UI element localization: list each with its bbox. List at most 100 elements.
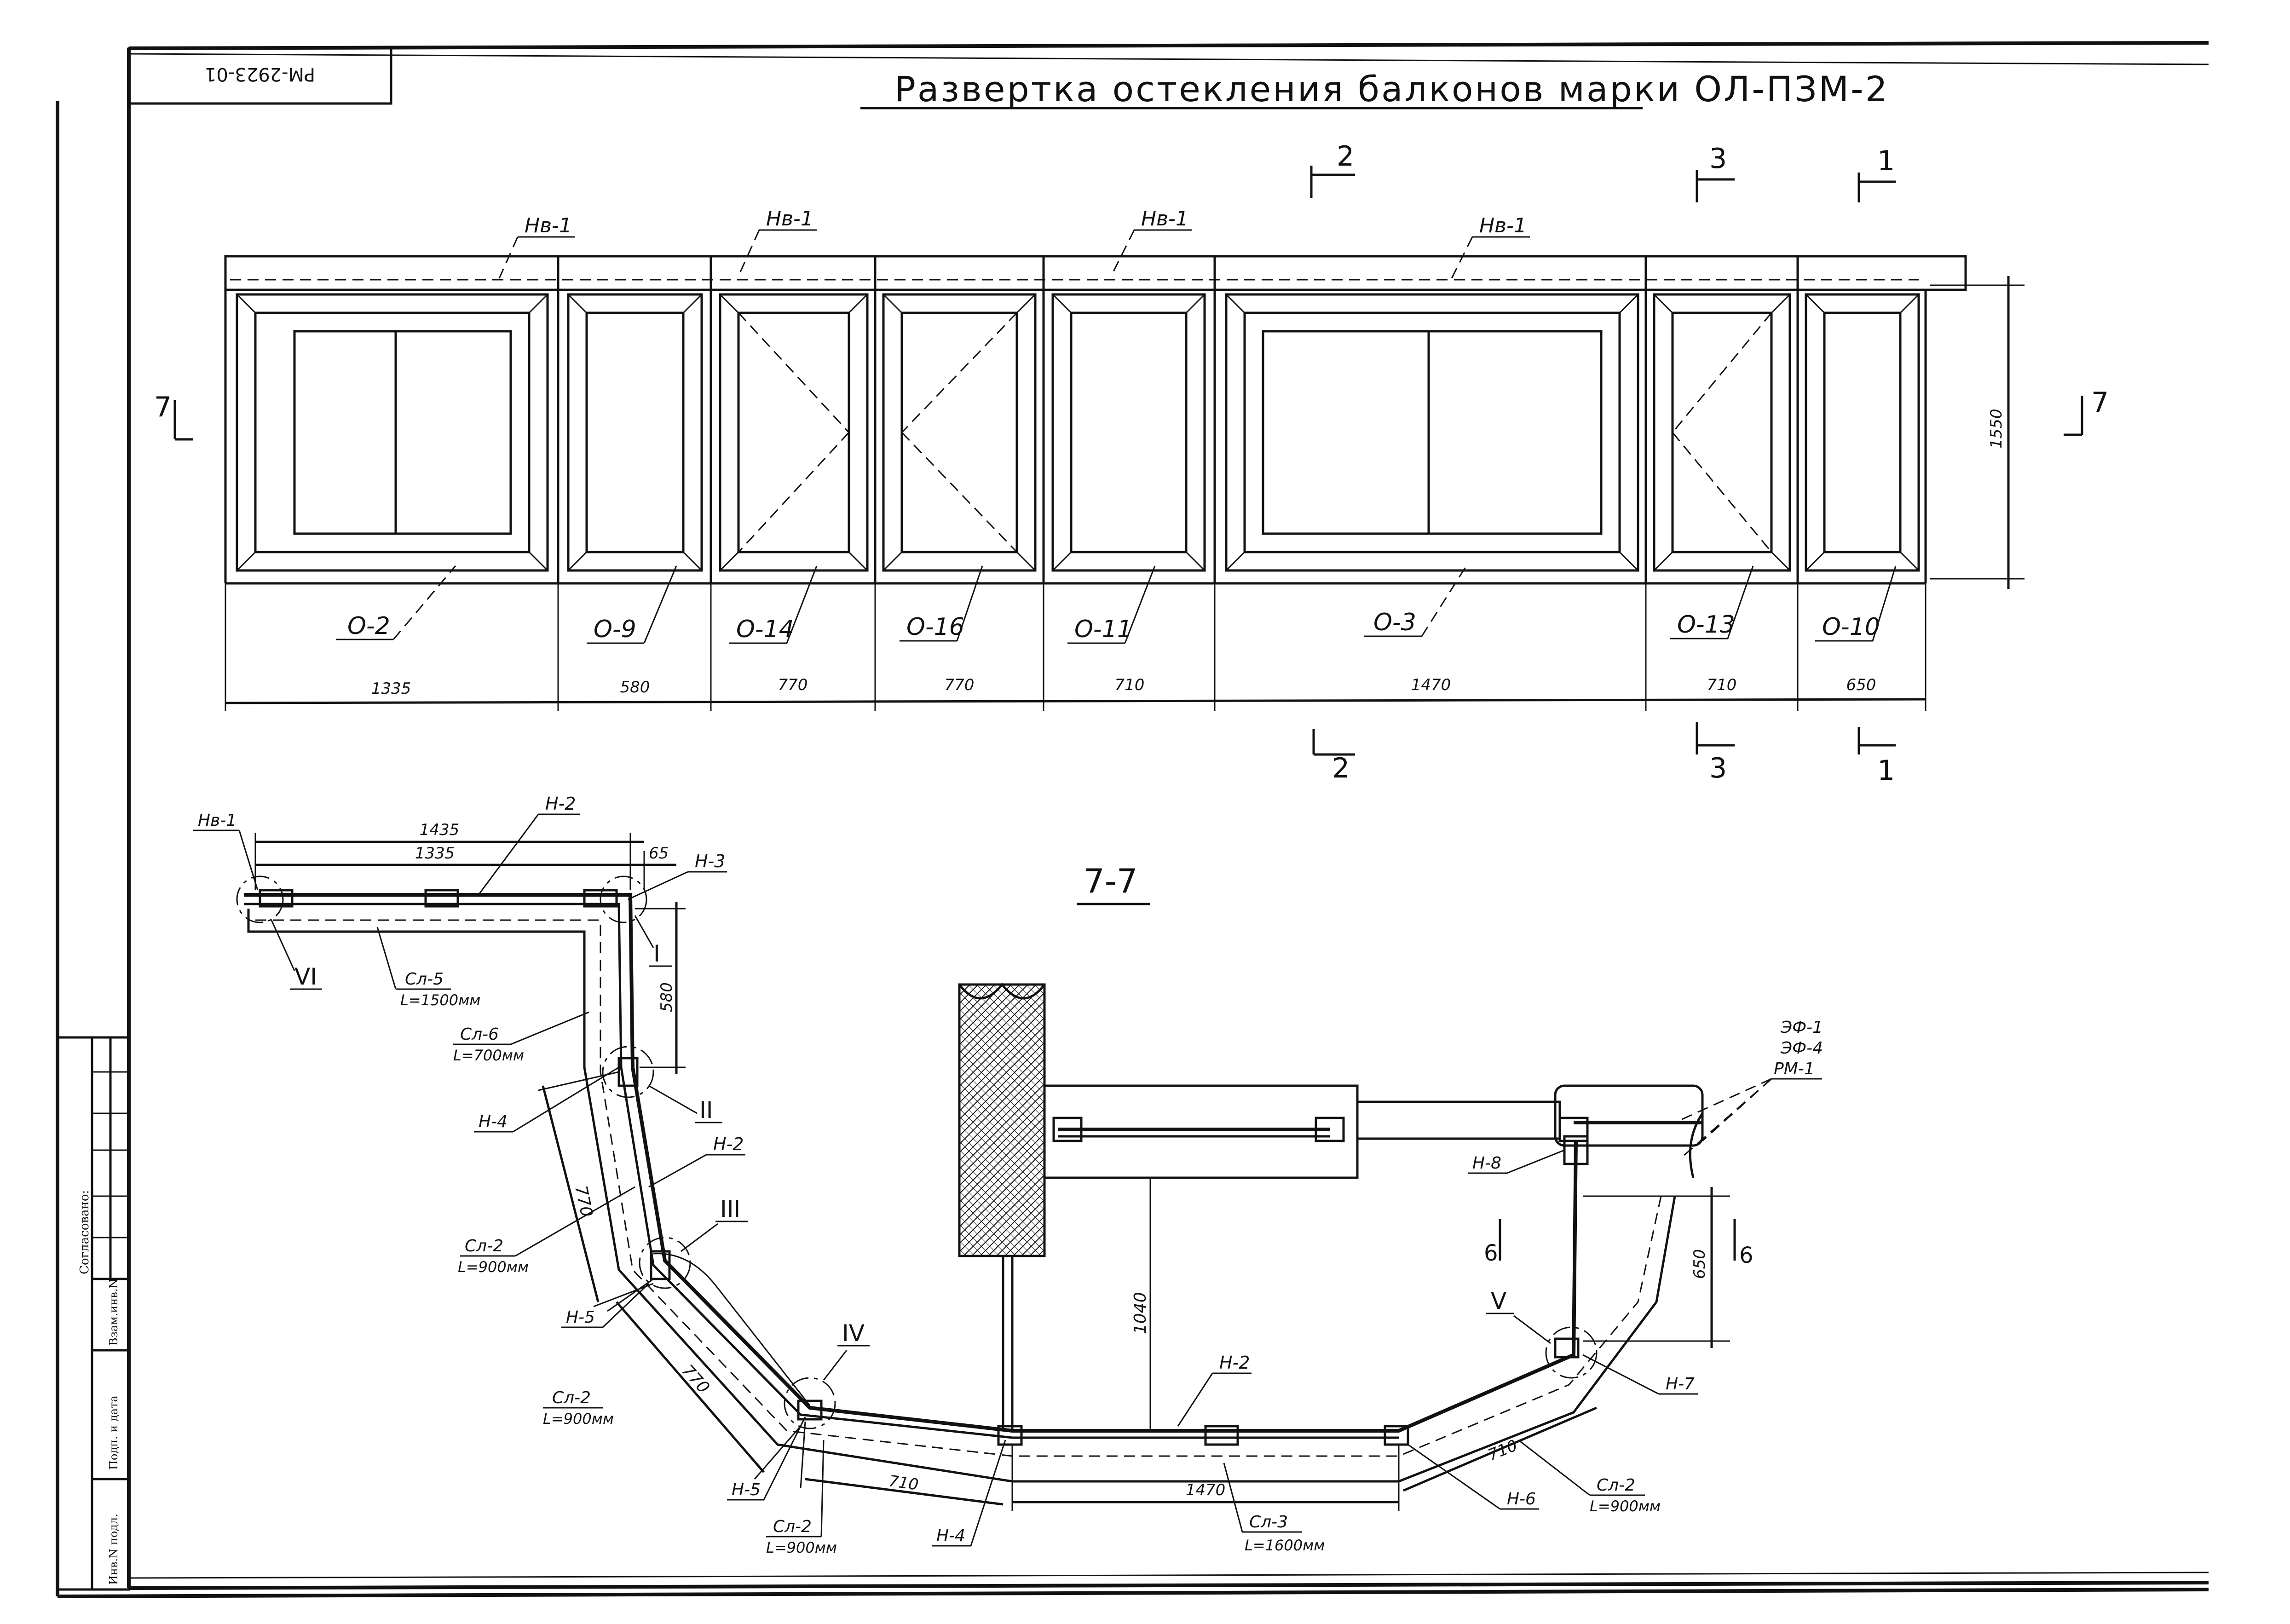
width-dimension: 1470 bbox=[1411, 676, 1451, 694]
plan-section-7-7: 7-7 1040 bbox=[193, 794, 1823, 1556]
dim-1040: 1040 bbox=[1131, 1292, 1150, 1334]
dim-1335: 1335 bbox=[415, 844, 455, 863]
plan-top-dimensions: 1435 1335 65 580 bbox=[254, 821, 686, 1074]
beam-label: Нв-1 bbox=[525, 214, 572, 237]
label-h4-bottom: Н-4 bbox=[936, 1526, 965, 1545]
width-dimension: 1335 bbox=[371, 680, 411, 698]
dim-710-a: 710 bbox=[888, 1472, 920, 1494]
section-mark-1-top: 1 bbox=[1877, 145, 1895, 177]
label-cl3: Сл-3 bbox=[1249, 1513, 1288, 1532]
label-h2-top: Н-2 bbox=[545, 794, 576, 814]
beam-labels: Нв-1 Нв-1 Нв-1 Нв-1 bbox=[498, 207, 1530, 279]
sidebar-vzam: Взам.инв.N bbox=[107, 1279, 120, 1346]
elevation-view: Нв-1 Нв-1 Нв-1 Нв-1 1550 О-2 О-9 О-14 О-… bbox=[154, 140, 2109, 787]
label-cl6-length: L=700мм bbox=[453, 1047, 524, 1064]
detail-I: I bbox=[653, 940, 660, 967]
label-cl2-a: Сл-2 bbox=[465, 1237, 503, 1255]
profile-connectors bbox=[259, 889, 1589, 1446]
beam-label: Нв-1 bbox=[1479, 214, 1527, 237]
label-cl5-length: L=1500мм bbox=[400, 991, 480, 1009]
label-cl2-d: Сл-2 bbox=[1597, 1476, 1635, 1495]
section-mark-2-bottom: 2 bbox=[1332, 752, 1350, 784]
detail-II: II bbox=[699, 1097, 713, 1123]
label-h3: Н-3 bbox=[695, 851, 725, 871]
sidebar-inv: Инв.N подл. bbox=[107, 1514, 120, 1585]
height-dimension: 1550 bbox=[1987, 409, 2006, 449]
label-h2-bottom: Н-2 bbox=[1219, 1353, 1250, 1373]
panel-labels: О-2 О-9 О-14 О-16 О-11 О-3 О-13 О-10 bbox=[336, 563, 1897, 644]
sidebar-podp: Подп. и дата bbox=[107, 1395, 120, 1470]
panel-label: О-11 bbox=[1074, 616, 1132, 643]
section-mark-7-right: 7 bbox=[2091, 386, 2109, 419]
dim-1470: 1470 bbox=[1186, 1481, 1226, 1499]
plan-segment-dimensions: 770 770 710 1470 710 650 6 6 bbox=[538, 1071, 1754, 1511]
label-h5-b: Н-5 bbox=[732, 1480, 761, 1499]
label-ef1: ЭФ-1 bbox=[1780, 1018, 1823, 1037]
beam-label: Нв-1 bbox=[766, 207, 813, 230]
drawing-title: Развертка остекления балконов марки ОЛ-П… bbox=[894, 69, 1889, 109]
label-cl2-a-length: L=900мм bbox=[458, 1258, 529, 1276]
width-dimension: 770 bbox=[945, 676, 975, 694]
panel-label: О-16 bbox=[906, 613, 964, 641]
section-marks: 7 7 2 3 1 2 3 1 bbox=[154, 140, 2109, 787]
label-cl2-b-length: L=900мм bbox=[543, 1410, 614, 1428]
width-dimension: 650 bbox=[1846, 676, 1876, 694]
window-frames bbox=[236, 293, 1920, 572]
label-h7: Н-7 bbox=[1666, 1375, 1695, 1394]
detail-IV: IV bbox=[842, 1320, 865, 1347]
width-dimension: 770 bbox=[778, 676, 808, 694]
panel-label: О-3 bbox=[1373, 609, 1416, 636]
panel-label: О-10 bbox=[1822, 613, 1880, 641]
width-dimension: 710 bbox=[1115, 676, 1145, 694]
detail-III: III bbox=[720, 1196, 740, 1222]
section-mark-6-left: 6 bbox=[1484, 1240, 1498, 1266]
label-rm1: РМ-1 bbox=[1774, 1060, 1815, 1078]
detail-callouts: I VI II III IV V bbox=[236, 875, 1598, 1429]
section-mark-2-top: 2 bbox=[1337, 140, 1354, 173]
label-h4-left: Н-4 bbox=[479, 1112, 508, 1131]
dim-65: 65 bbox=[649, 844, 669, 863]
label-h2-mid: Н-2 bbox=[713, 1134, 744, 1154]
section-mark-7-left: 7 bbox=[154, 391, 172, 423]
sheet-frame bbox=[56, 41, 2209, 1598]
width-dimensions: 1335 580 770 770 710 1470 710 650 bbox=[225, 583, 1927, 711]
section-title: 7-7 bbox=[1084, 862, 1138, 900]
label-cl3-length: L=1600мм bbox=[1245, 1537, 1325, 1554]
label-cl5: Сл-5 bbox=[405, 970, 444, 989]
section-mark-1-bottom: 1 bbox=[1877, 754, 1895, 787]
dim-1435: 1435 bbox=[420, 821, 460, 839]
balcony-slab: 1040 bbox=[1043, 1084, 1704, 1431]
panel-label: О-2 bbox=[347, 612, 390, 640]
label-cl2-c-length: L=900мм bbox=[766, 1539, 837, 1556]
dim-710-b: 710 bbox=[1485, 1436, 1520, 1464]
plan-labels: Нв-1 Н-2 Н-3 Сл-5 L=1500мм Сл-6 L=700мм … bbox=[193, 794, 1823, 1556]
dim-580: 580 bbox=[658, 982, 676, 1012]
wall-column bbox=[958, 982, 1046, 1431]
dim-650: 650 bbox=[1690, 1249, 1709, 1279]
label-ef4: ЭФ-4 bbox=[1780, 1039, 1823, 1058]
label-h8: Н-8 bbox=[1472, 1154, 1501, 1173]
panel-label: О-9 bbox=[594, 616, 636, 643]
detail-V: V bbox=[1491, 1288, 1506, 1314]
section-mark-6-right: 6 bbox=[1739, 1243, 1754, 1268]
label-cl2-d-length: L=900мм bbox=[1590, 1497, 1661, 1515]
width-dimension: 710 bbox=[1707, 676, 1737, 694]
panel-dividers bbox=[557, 256, 1799, 583]
section-mark-3-top: 3 bbox=[1709, 143, 1727, 175]
width-dimension: 580 bbox=[620, 678, 650, 697]
label-h6: Н-6 bbox=[1507, 1490, 1536, 1509]
approval-sidebar: Согласовано: Взам.инв.N Подп. и дата Инв… bbox=[56, 1036, 130, 1591]
stamp-text: РМ-2923-01 bbox=[205, 63, 315, 85]
beam-label: Нв-1 bbox=[1141, 207, 1188, 230]
label-cl2-c: Сл-2 bbox=[773, 1517, 812, 1536]
panel-label: О-14 bbox=[736, 616, 794, 643]
panel-label: О-13 bbox=[1677, 611, 1735, 639]
stamp-box: РМ-2923-01 bbox=[127, 47, 392, 105]
section-mark-3-bottom: 3 bbox=[1709, 752, 1727, 784]
label-h5-a: Н-5 bbox=[566, 1308, 595, 1327]
sidebar-soglasovano: Согласовано: bbox=[78, 1190, 92, 1274]
detail-VI: VI bbox=[294, 963, 317, 990]
label-cl2-b: Сл-2 bbox=[552, 1388, 591, 1407]
label-cl6: Сл-6 bbox=[460, 1025, 499, 1044]
